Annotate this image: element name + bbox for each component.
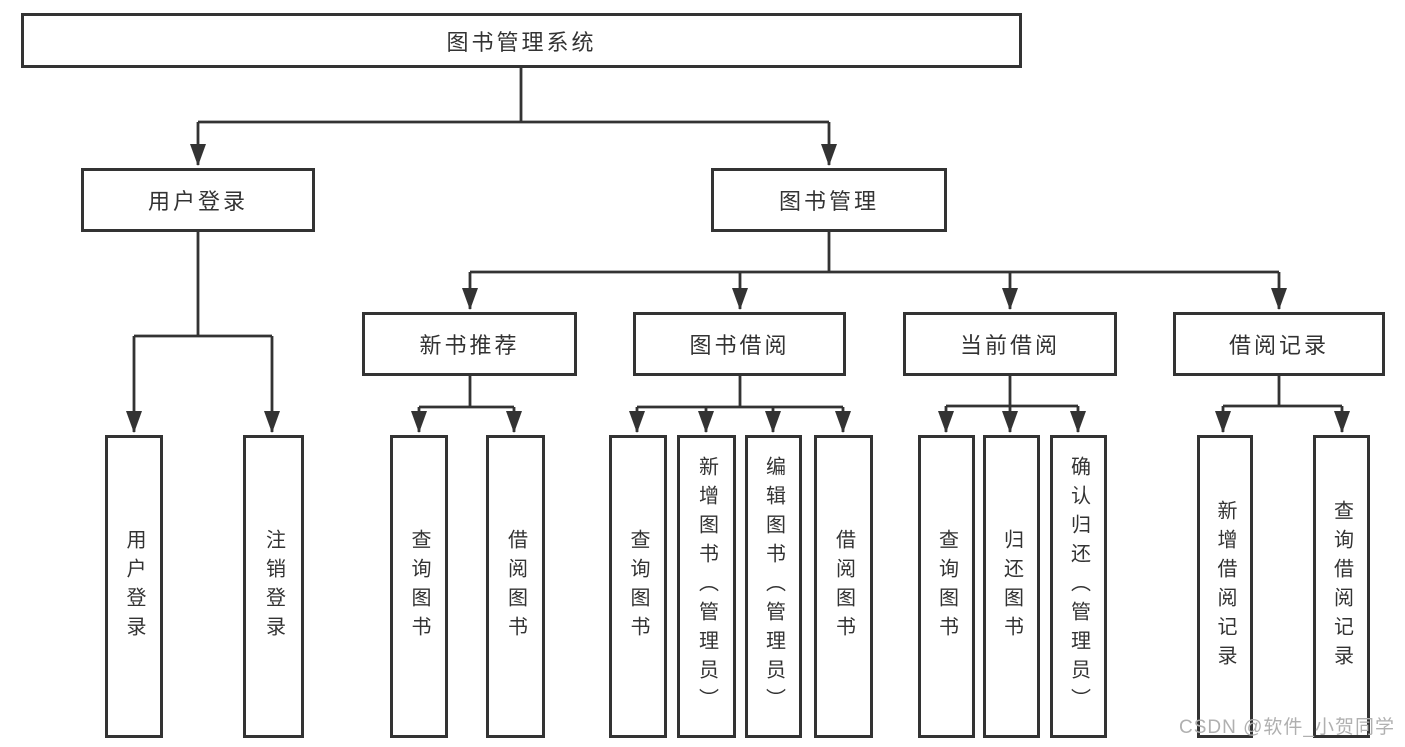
leaf-label: 注销登录: [262, 528, 285, 645]
leaf-query-borrow-record: 查询借阅记录: [1313, 435, 1370, 738]
leaf-label: 编辑图书（管理员）: [762, 456, 785, 717]
node-book-management: 图书管理: [711, 168, 947, 232]
connector-current-borrow-to-leaves: [938, 376, 1086, 433]
leaf-borrow-books: 借阅图书: [814, 435, 873, 738]
leaf-label: 查询借阅记录: [1330, 499, 1353, 674]
leaf-label: 归还图书: [1000, 528, 1023, 645]
connector-user-login-to-leaves: [126, 232, 280, 433]
leaf-logout-login: 注销登录: [243, 435, 304, 738]
connector-borrow-record-to-leaves: [1215, 376, 1350, 433]
leaf-add-borrow-record: 新增借阅记录: [1197, 435, 1253, 738]
leaf-label: 确认归还（管理员）: [1067, 456, 1090, 717]
leaf-label: 查询图书: [935, 528, 958, 645]
leaf-confirm-return-admin: 确认归还（管理员）: [1050, 435, 1107, 738]
leaf-label: 查询图书: [408, 528, 430, 645]
leaf-borrow-books-newbook: 借阅图书: [486, 435, 545, 738]
leaf-label: 新增图书（管理员）: [695, 456, 718, 717]
leaf-query-books-current: 查询图书: [918, 435, 975, 738]
node-user-login: 用户登录: [81, 168, 315, 232]
leaf-label: 查询图书: [627, 528, 649, 645]
node-borrow-record: 借阅记录: [1173, 312, 1385, 376]
leaf-label: 借阅图书: [504, 528, 527, 645]
leaf-label: 新增借阅记录: [1214, 499, 1236, 674]
connector-book-mgmt-to-level3: [462, 232, 1287, 310]
leaf-label: 用户登录: [123, 528, 145, 645]
leaf-user-login: 用户登录: [105, 435, 163, 738]
leaf-return-books: 归还图书: [983, 435, 1040, 738]
node-book-borrow: 图书借阅: [633, 312, 846, 376]
leaf-query-books-borrow: 查询图书: [609, 435, 667, 738]
node-root-library-system: 图书管理系统: [21, 13, 1022, 68]
node-new-book-recommend: 新书推荐: [362, 312, 577, 376]
node-current-borrow: 当前借阅: [903, 312, 1117, 376]
connector-new-book-to-leaves: [411, 376, 522, 433]
connector-root-to-level2: [190, 68, 837, 166]
leaf-label: 借阅图书: [832, 528, 855, 645]
csdn-watermark: CSDN @软件_小贺同学: [1179, 717, 1395, 738]
leaf-edit-books-admin: 编辑图书（管理员）: [745, 435, 802, 738]
connector-book-borrow-to-leaves: [629, 376, 851, 433]
leaf-query-books-newbook: 查询图书: [390, 435, 448, 738]
leaf-add-books-admin: 新增图书（管理员）: [677, 435, 736, 738]
